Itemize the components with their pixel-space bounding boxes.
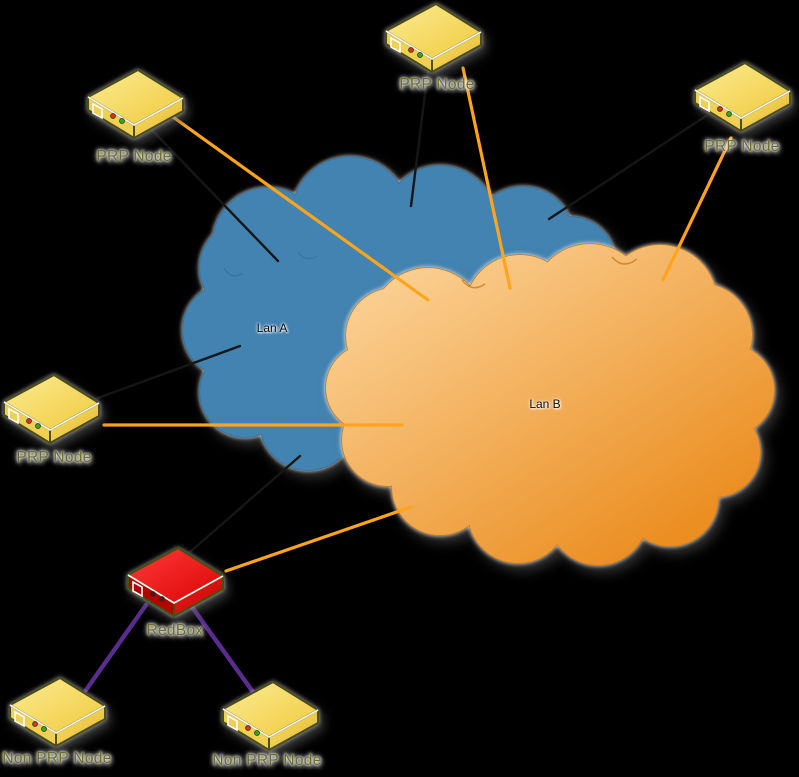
prp-node-top-left-label: PRP Node	[96, 148, 172, 165]
redbox-box	[127, 547, 224, 617]
lan-b-links	[102, 66, 733, 573]
non-prp-node-left-box	[9, 677, 106, 747]
non-prp-node-center-label: Non PRP Node	[212, 752, 322, 769]
link-prp-top-center-lan-a	[409, 68, 430, 208]
link-redbox-non-prp-center	[189, 604, 256, 695]
link-prp-top-left-lan-b	[171, 115, 430, 302]
lan-a-bump-arc	[297, 251, 318, 260]
prp-node-left-box	[3, 374, 100, 444]
prp-node-top-center-label: PRP Node	[399, 76, 475, 93]
lan-a-cloud	[182, 156, 621, 479]
prp-node-top-center-box	[385, 3, 482, 73]
lan-b-cloud	[325, 243, 775, 566]
lan-b-label: Lan B	[529, 397, 561, 411]
link-redbox-lan-b	[224, 505, 413, 573]
prp-node-top-left-box	[87, 69, 184, 139]
prp-node-top-right-label: PRP Node	[704, 138, 780, 155]
link-prp-top-right-lan-b	[661, 136, 733, 282]
non-prp-node-left-label: Non PRP Node	[2, 750, 112, 767]
link-prp-top-left-lan-a	[148, 126, 280, 263]
redbox-label: RedBox	[146, 622, 204, 639]
lan-b-bump-arc	[611, 256, 638, 265]
lan-a-label: Lan A	[256, 321, 288, 335]
lan-a-bump-arc	[223, 267, 243, 277]
interlinks	[83, 602, 256, 695]
prp-node-top-right-box	[694, 62, 791, 132]
link-redbox-non-prp-left	[83, 602, 149, 693]
link-redbox-lan-a	[188, 454, 302, 554]
link-prp-top-center-lan-b	[461, 66, 512, 290]
link-prp-left-lan-a	[96, 344, 242, 400]
link-prp-top-right-lan-a	[547, 114, 708, 221]
non-prp-node-center-box	[222, 681, 319, 751]
prp-node-left-label: PRP Node	[16, 449, 92, 466]
lan-b-bump-arc	[461, 279, 486, 289]
lan-a-links	[96, 68, 708, 554]
